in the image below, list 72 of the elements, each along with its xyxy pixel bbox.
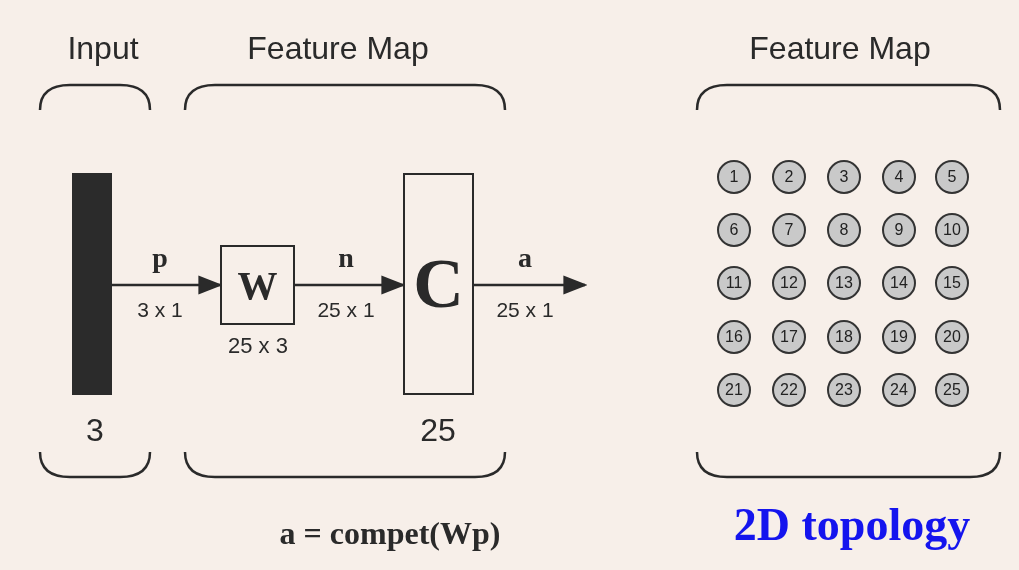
- neuron-number: 21: [725, 381, 743, 399]
- input-bar: [72, 173, 112, 395]
- neuron-number: 4: [894, 168, 904, 186]
- neuron-number: 7: [784, 221, 794, 239]
- neuron-circle: [827, 373, 861, 407]
- heading: Feature Map: [749, 29, 931, 67]
- neuron-number: 8: [839, 221, 849, 239]
- neuron-number: 9: [894, 221, 904, 239]
- neuron-circle: [827, 160, 861, 194]
- neuron-number: 3: [839, 168, 849, 186]
- layer-box: [220, 245, 295, 325]
- arrow: [295, 275, 406, 295]
- neuron-circle: [935, 320, 969, 354]
- neuron-circle: [935, 266, 969, 300]
- neuron-circle: [717, 320, 751, 354]
- equation: a = compet(Wp): [279, 514, 501, 552]
- edge-label: n: [338, 242, 354, 274]
- neuron-number: 23: [835, 381, 853, 399]
- neuron-circle: [827, 266, 861, 300]
- heading: Feature Map: [247, 29, 429, 67]
- caption: 2D topology: [733, 497, 971, 551]
- neuron-number: 16: [725, 328, 743, 346]
- layer-symbol: C: [413, 244, 464, 324]
- neuron-circle: [935, 160, 969, 194]
- size-label: 25 x 1: [317, 298, 375, 322]
- neuron-number: 6: [729, 221, 739, 239]
- size-label: 3 x 1: [137, 298, 183, 322]
- neuron-number: 13: [835, 274, 853, 292]
- arrow: [474, 275, 588, 295]
- neuron-number: 12: [780, 274, 798, 292]
- neuron-circle: [772, 373, 806, 407]
- neuron-number: 10: [943, 221, 961, 239]
- neuron-circle: [772, 320, 806, 354]
- neuron-number: 11: [725, 274, 743, 292]
- neuron-circle: [717, 213, 751, 247]
- neuron-circle: [717, 373, 751, 407]
- neuron-number: 25: [943, 381, 961, 399]
- neuron-number: 1: [729, 168, 739, 186]
- neuron-circle: [935, 373, 969, 407]
- neuron-circle: [882, 213, 916, 247]
- neuron-number: 19: [890, 328, 908, 346]
- neuron-number: 24: [890, 381, 908, 399]
- edge-label: p: [152, 242, 168, 274]
- neuron-number: 5: [947, 168, 957, 186]
- neuron-circle: [935, 213, 969, 247]
- size-label: 25: [420, 411, 456, 449]
- neuron-circle: [827, 320, 861, 354]
- size-label: 25 x 1: [496, 298, 554, 322]
- size-label: 3: [86, 411, 104, 449]
- arrow: [112, 275, 223, 295]
- size-label: 25 x 3: [228, 333, 288, 359]
- neuron-circle: [882, 160, 916, 194]
- neuron-circle: [772, 160, 806, 194]
- neuron-number: 20: [943, 328, 961, 346]
- neuron-circle: [717, 160, 751, 194]
- neuron-number: 14: [890, 274, 908, 292]
- neuron-circle: [772, 213, 806, 247]
- neuron-circle: [882, 373, 916, 407]
- layer-box: [403, 173, 474, 395]
- neuron-number: 17: [780, 328, 798, 346]
- neuron-circle: [717, 266, 751, 300]
- edge-label: a: [518, 242, 532, 274]
- neuron-circle: [882, 320, 916, 354]
- neuron-number: 18: [835, 328, 853, 346]
- heading: Input: [67, 29, 139, 67]
- neuron-number: 15: [943, 274, 961, 292]
- neuron-circle: [827, 213, 861, 247]
- neuron-number: 2: [784, 168, 794, 186]
- neuron-circle: [882, 266, 916, 300]
- layer-symbol: W: [237, 261, 278, 309]
- neuron-number: 22: [780, 381, 798, 399]
- neuron-circle: [772, 266, 806, 300]
